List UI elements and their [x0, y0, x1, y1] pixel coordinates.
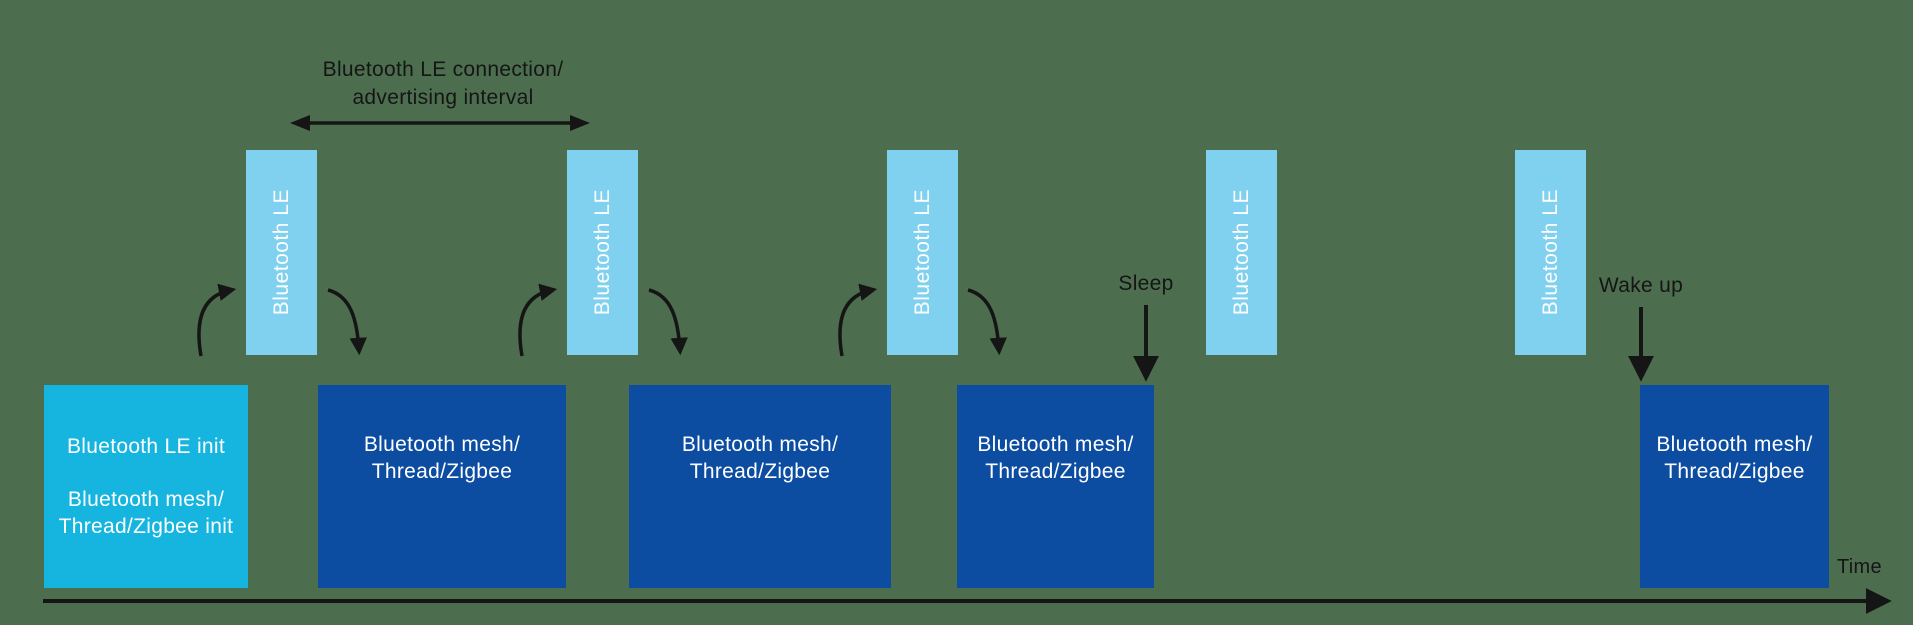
interval-annotation-line2: advertising interval	[352, 86, 534, 109]
init-box: Bluetooth LE init Bluetooth mesh/ Thread…	[44, 385, 248, 588]
mesh-box-line2: Thread/Zigbee	[689, 460, 831, 483]
interval-arrowhead-left-icon	[290, 115, 310, 131]
mesh-box-line1: Bluetooth mesh/	[363, 433, 521, 456]
init-box-line2: Bluetooth mesh/	[67, 488, 225, 511]
ble-bar-label: Bluetooth LE	[269, 189, 293, 316]
mesh-box-1: Bluetooth mesh/ Thread/Zigbee	[318, 385, 566, 588]
mesh-box-4: Bluetooth mesh/ Thread/Zigbee	[1640, 385, 1829, 588]
ble-bar-label: Bluetooth LE	[590, 189, 614, 316]
wake-up-label: Wake up	[1598, 274, 1684, 297]
time-axis-label: Time	[1837, 556, 1882, 578]
ble-bar-2: Bluetooth LE	[567, 150, 638, 355]
mesh-box-line2: Thread/Zigbee	[1664, 460, 1805, 483]
mesh-box-line2: Thread/Zigbee	[985, 460, 1126, 483]
ble-bar-1: Bluetooth LE	[246, 150, 317, 355]
switch-arrow-down-1	[327, 288, 367, 356]
switch-arrow-down-3	[967, 288, 1007, 356]
interval-annotation: Bluetooth LE connection/ advertising int…	[243, 56, 643, 112]
ble-bar-4: Bluetooth LE	[1206, 150, 1277, 355]
switch-arrow-up-1	[197, 283, 237, 357]
interval-arrowhead-right-icon	[570, 115, 590, 131]
mesh-box-3: Bluetooth mesh/ Thread/Zigbee	[957, 385, 1154, 588]
mesh-box-2: Bluetooth mesh/ Thread/Zigbee	[629, 385, 891, 588]
mesh-box-line1: Bluetooth mesh/	[681, 433, 839, 456]
switch-arrow-up-3	[838, 283, 878, 357]
init-box-paragraph2: Bluetooth mesh/ Thread/Zigbee init	[44, 486, 248, 540]
switch-arrow-up-2	[518, 283, 558, 357]
mesh-box-line2: Thread/Zigbee	[371, 460, 513, 483]
init-box-line3: Thread/Zigbee init	[58, 515, 234, 538]
interval-annotation-line1: Bluetooth LE connection/	[322, 58, 564, 81]
mesh-box-line1: Bluetooth mesh/	[977, 433, 1134, 456]
ble-bar-3: Bluetooth LE	[887, 150, 958, 355]
sleep-label: Sleep	[1118, 272, 1174, 295]
switch-arrow-down-2	[648, 288, 688, 356]
init-box-line1: Bluetooth LE init	[66, 435, 226, 458]
mesh-box-line1: Bluetooth mesh/	[1656, 433, 1813, 456]
ble-bar-label: Bluetooth LE	[1538, 189, 1562, 316]
ble-bar-label: Bluetooth LE	[910, 189, 934, 316]
ble-bar-label: Bluetooth LE	[1229, 189, 1253, 316]
ble-bar-5: Bluetooth LE	[1515, 150, 1586, 355]
